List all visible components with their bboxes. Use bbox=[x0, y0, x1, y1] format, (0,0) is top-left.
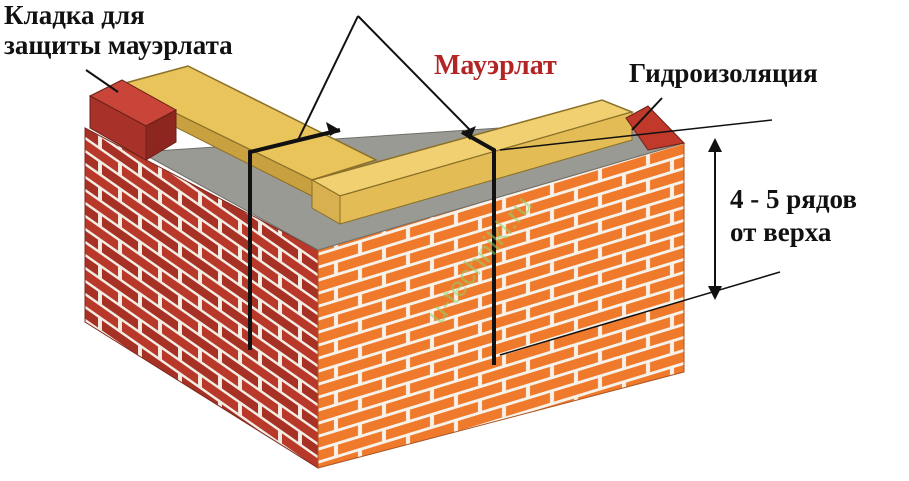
dimension-bottom-line bbox=[499, 271, 781, 356]
protection-brick-side bbox=[145, 109, 177, 161]
label-masonry-line1: Кладка для bbox=[4, 0, 145, 30]
arrow-head-left bbox=[326, 122, 340, 136]
leader-masonry bbox=[85, 69, 119, 93]
label-waterproofing: Гидроизоляция bbox=[629, 58, 818, 88]
dimension-top-line bbox=[499, 119, 773, 151]
protection-brick-right bbox=[625, 105, 686, 151]
label-masonry-protection: Кладка для защиты мауэрлата bbox=[4, 0, 233, 60]
leader-anchor-left bbox=[297, 15, 359, 141]
mauerlat-beam-front-face bbox=[339, 111, 633, 225]
label-rows-from-top: 4 - 5 рядов от верха bbox=[730, 183, 857, 249]
leader-anchor-right bbox=[357, 15, 471, 131]
label-rows-line2: от верха bbox=[730, 217, 832, 247]
arrow-head-right bbox=[462, 126, 476, 140]
label-rows-line1: 4 - 5 рядов bbox=[730, 184, 857, 214]
anchor-rod-right bbox=[461, 130, 496, 365]
anchor-rod-left bbox=[248, 128, 341, 350]
leader-waterproofing bbox=[631, 97, 663, 131]
dimension-arrow-bottom bbox=[708, 286, 722, 300]
label-masonry-line2: защиты мауэрлата bbox=[4, 30, 233, 60]
label-mauerlat: Мауэрлат bbox=[434, 50, 557, 81]
dimension-arrow-top bbox=[708, 138, 722, 152]
